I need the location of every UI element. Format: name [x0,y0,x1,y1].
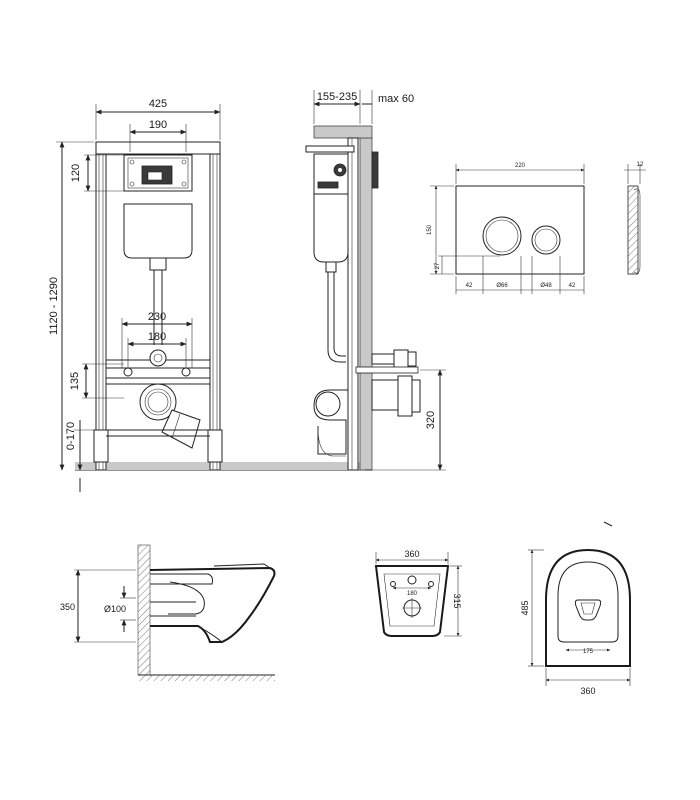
plate-side-profile [627,185,639,275]
dim-button-small: Ø48 [540,283,552,289]
dim-plate-full-height: 150 [427,224,433,235]
dim-margin-right: 42 [569,283,576,289]
cistern-tank [123,203,193,259]
dim-top-width: 360 [580,686,595,696]
dim-outlet-height: 320 [425,411,437,429]
dim-outlet-diameter: Ø100 [104,604,126,614]
foot-left [93,429,109,463]
bowl-back-view: 360 180 315 [374,549,462,637]
bolt-left [123,367,133,377]
side-cistern-tank [313,193,349,263]
dim-frame-width: 425 [149,98,167,110]
dim-bolt-height: 135 [69,372,81,390]
bolt-right [181,367,191,377]
bowl-top-view: 485 175 360 [520,521,631,696]
button-large [482,216,522,256]
frame-side-view: 155-235 max 60 320 [305,90,446,471]
dim-depth-range: 155-235 [317,91,357,103]
flush-plate-view: 220 150 27 42 Ø66 Ø48 42 12 [427,162,646,294]
bowl-drain [574,599,602,621]
bowl-profile [149,566,276,643]
frame-front-view: 425 190 120 1120 - 1290 230 180 135 0 [48,98,365,492]
dim-button-large: Ø66 [496,283,508,289]
back-bolt-left [390,581,396,587]
bowl-wall [137,544,151,676]
dim-bolt-outer: 230 [148,311,166,323]
dim-plate-height: 120 [70,164,82,182]
flush-pipe [149,257,167,271]
bowl-rim-inner [557,561,619,643]
dim-bowl-height: 350 [60,602,75,612]
dim-bolt-inner: 180 [148,331,166,343]
bowl-side-view: 350 Ø100 [60,544,276,681]
dim-plate-full-width: 220 [515,163,526,169]
dim-back-width: 360 [404,549,419,559]
flush-connector [149,349,167,367]
dim-plate-thickness: 12 [637,162,644,168]
back-flush-inlet [407,575,417,585]
dim-foot-height: 0-170 [65,422,77,450]
button-small [531,225,561,255]
top-rail [95,141,221,155]
side-post [347,137,359,471]
wall-top [313,125,373,139]
dim-button-offset: 27 [435,262,441,269]
side-outlet [371,379,399,411]
waste-elbow [161,409,201,449]
side-flush-pipe [327,272,346,363]
side-connector [371,353,395,365]
dim-max-offset: max 60 [378,93,414,105]
wall-section [359,137,373,471]
bowl-back-outline [374,565,450,637]
foot-right [207,429,223,463]
back-bolt-right [428,581,434,587]
dim-top-length: 485 [520,600,530,615]
dim-back-height: 315 [452,593,462,608]
dim-top-bolt-spacing: 175 [583,649,594,655]
dim-margin-left: 42 [466,283,473,289]
dim-total-height: 1120 - 1290 [48,277,60,335]
side-waste-elbow [313,389,348,455]
right-post [209,141,221,471]
dim-plate-width: 190 [149,119,167,131]
dim-back-bolt-spacing: 180 [407,591,418,597]
bowl-top-outline [545,548,631,667]
